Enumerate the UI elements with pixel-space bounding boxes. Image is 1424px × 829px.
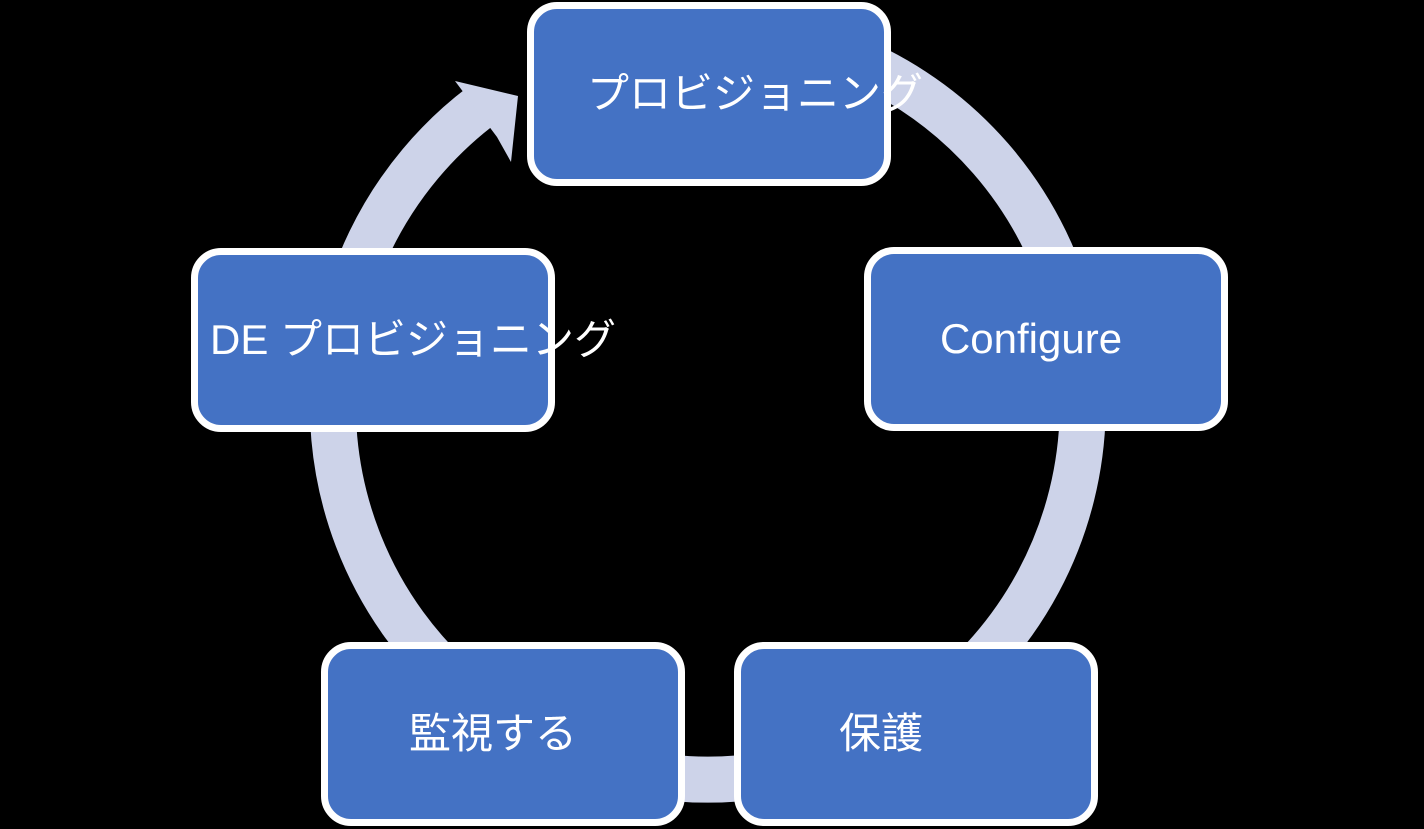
- node-configure: Configure: [864, 247, 1228, 431]
- node-configure-label: Configure: [939, 315, 1123, 362]
- node-monitor: 監視する: [321, 642, 685, 826]
- arrow-head-icon: [455, 81, 518, 162]
- node-protect: 保護: [734, 642, 1098, 826]
- node-de-provisioning-label: DE プロビジョニング: [210, 316, 617, 363]
- node-provisioning-label: プロビジョニング: [586, 70, 923, 117]
- node-provisioning: プロビジョニング: [527, 2, 923, 186]
- node-protect-label: 保護: [838, 710, 923, 757]
- node-monitor-label: 監視する: [408, 710, 577, 757]
- node-de-provisioning: DE プロビジョニング: [191, 248, 616, 432]
